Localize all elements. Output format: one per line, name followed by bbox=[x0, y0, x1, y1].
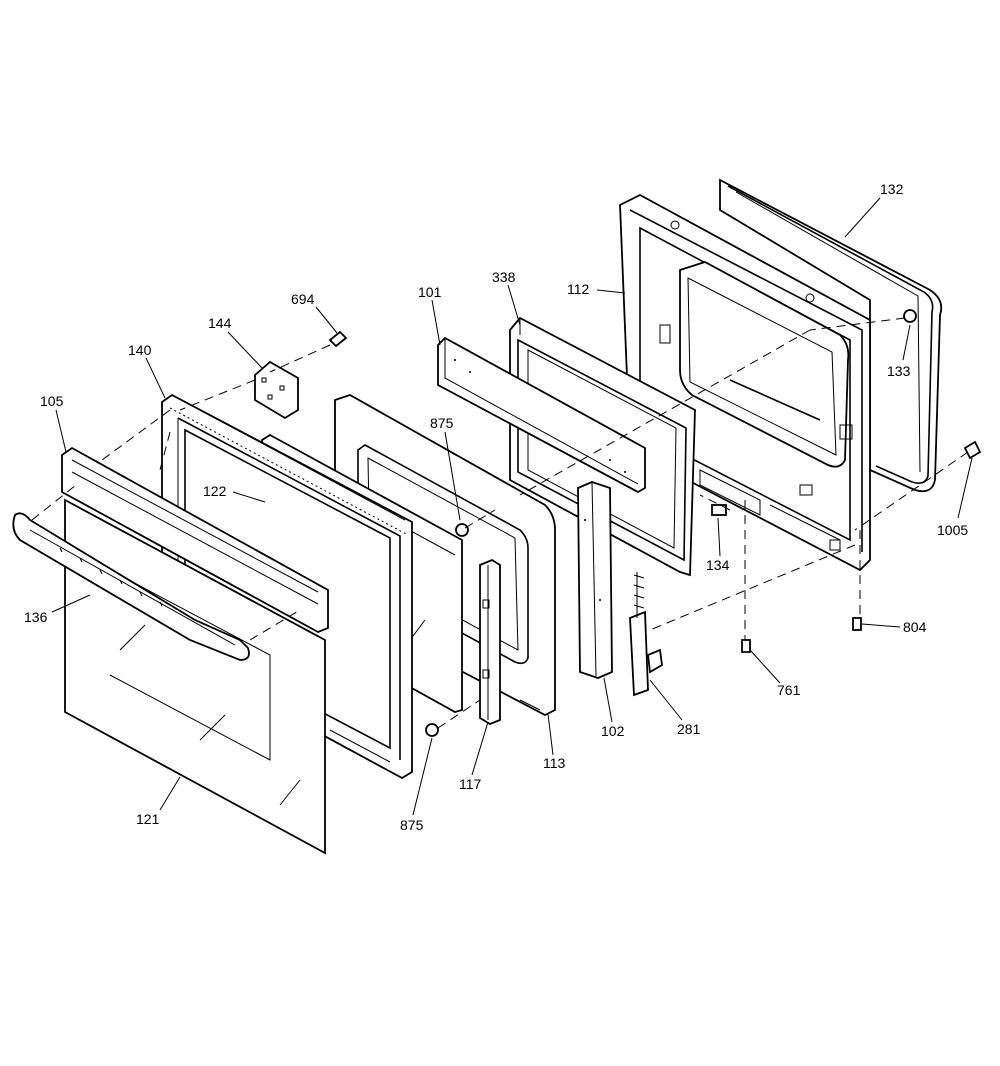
part-281-hinge bbox=[629, 572, 663, 697]
label-140: 140 bbox=[128, 342, 152, 358]
clip-134 bbox=[711, 504, 727, 516]
label-875-lower: 875 bbox=[400, 817, 424, 833]
screw-133 bbox=[903, 309, 917, 323]
label-101: 101 bbox=[418, 284, 442, 300]
label-804: 804 bbox=[903, 619, 927, 635]
screw-875-lower bbox=[425, 723, 439, 737]
screw-875-upper bbox=[455, 523, 469, 537]
part-labels: 132 112 133 338 101 694 144 140 105 875 … bbox=[24, 181, 968, 833]
label-281: 281 bbox=[677, 721, 701, 737]
screw-694 bbox=[328, 330, 348, 348]
part-117-hinge-channel bbox=[479, 558, 501, 726]
label-122: 122 bbox=[203, 483, 227, 499]
label-1005: 1005 bbox=[937, 522, 968, 538]
assembly-lines bbox=[31, 317, 969, 729]
label-144: 144 bbox=[208, 315, 232, 331]
part-105-top-trim bbox=[61, 446, 329, 633]
label-694: 694 bbox=[291, 291, 315, 307]
label-136: 136 bbox=[24, 609, 48, 625]
label-112: 112 bbox=[567, 281, 590, 297]
leader-lines bbox=[51, 197, 973, 816]
label-132: 132 bbox=[880, 181, 904, 197]
label-875-upper: 875 bbox=[430, 415, 454, 431]
screw-761 bbox=[741, 639, 751, 653]
label-113: 113 bbox=[543, 755, 566, 771]
label-338: 338 bbox=[492, 269, 516, 285]
label-761: 761 bbox=[777, 682, 801, 698]
label-105: 105 bbox=[40, 393, 64, 409]
screw-804 bbox=[852, 617, 862, 631]
part-101-insulation bbox=[437, 336, 646, 494]
part-136-handle bbox=[12, 512, 250, 661]
part-144-bracket bbox=[254, 360, 299, 420]
label-117: 117 bbox=[459, 776, 482, 792]
label-134: 134 bbox=[706, 557, 730, 573]
label-133: 133 bbox=[887, 363, 911, 379]
part-102-insulation bbox=[577, 481, 613, 679]
label-102: 102 bbox=[601, 723, 625, 739]
screw-1005 bbox=[963, 440, 982, 460]
part-132-gasket bbox=[719, 178, 943, 493]
label-121: 121 bbox=[136, 811, 160, 827]
